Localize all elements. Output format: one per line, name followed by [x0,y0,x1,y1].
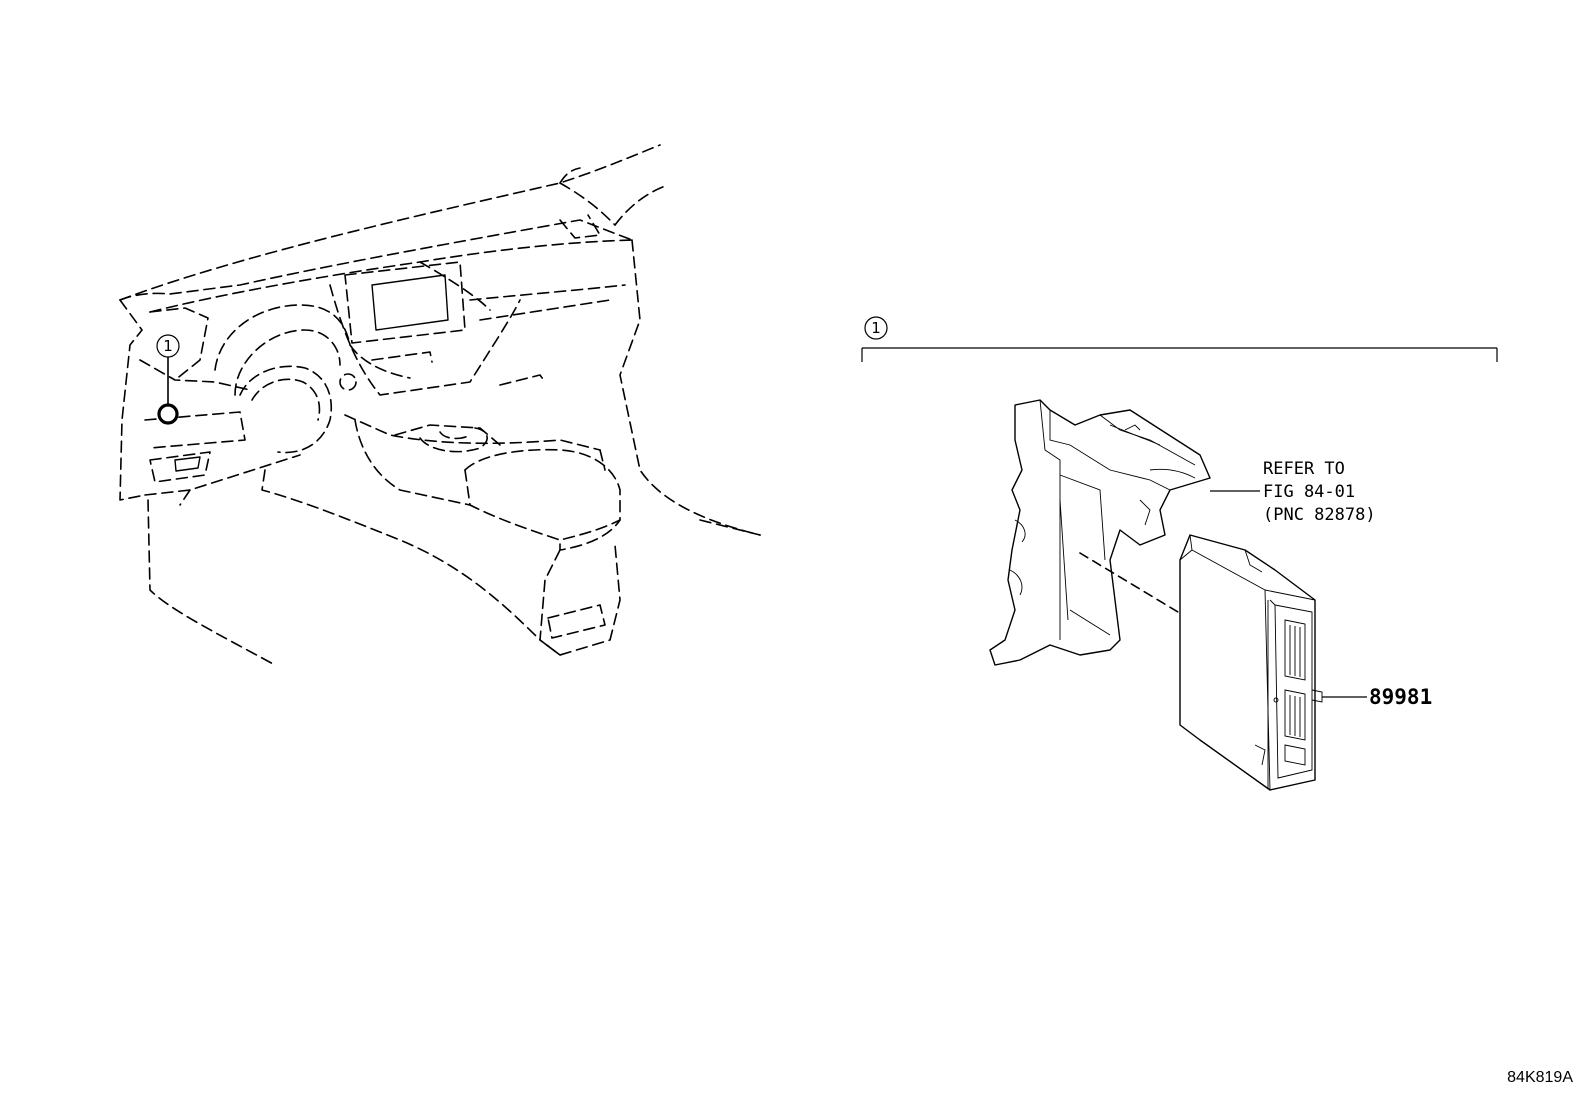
group-number-circle [864,316,888,340]
refer-note: REFER TO FIG 84-01 (PNC 82878) [1210,459,1376,525]
group-number: 1 [871,319,881,337]
ecu-module [1179,534,1323,791]
part-number-callout: 89981 [1322,685,1432,709]
figure-id: 84K819A [1507,1069,1573,1086]
location-callout: 1 [156,334,180,425]
callout-number: 1 [163,337,173,355]
dashboard-illustration [119,144,761,666]
location-marker [157,403,179,425]
part-number: 89981 [1369,685,1432,709]
refer-note-line2: FIG 84-01 [1263,482,1355,502]
group-bracket: 1 [861,316,1498,362]
refer-note-line1: REFER TO [1263,459,1345,479]
refer-note-line3: (PNC 82878) [1263,505,1376,525]
bracket-part [989,399,1211,666]
